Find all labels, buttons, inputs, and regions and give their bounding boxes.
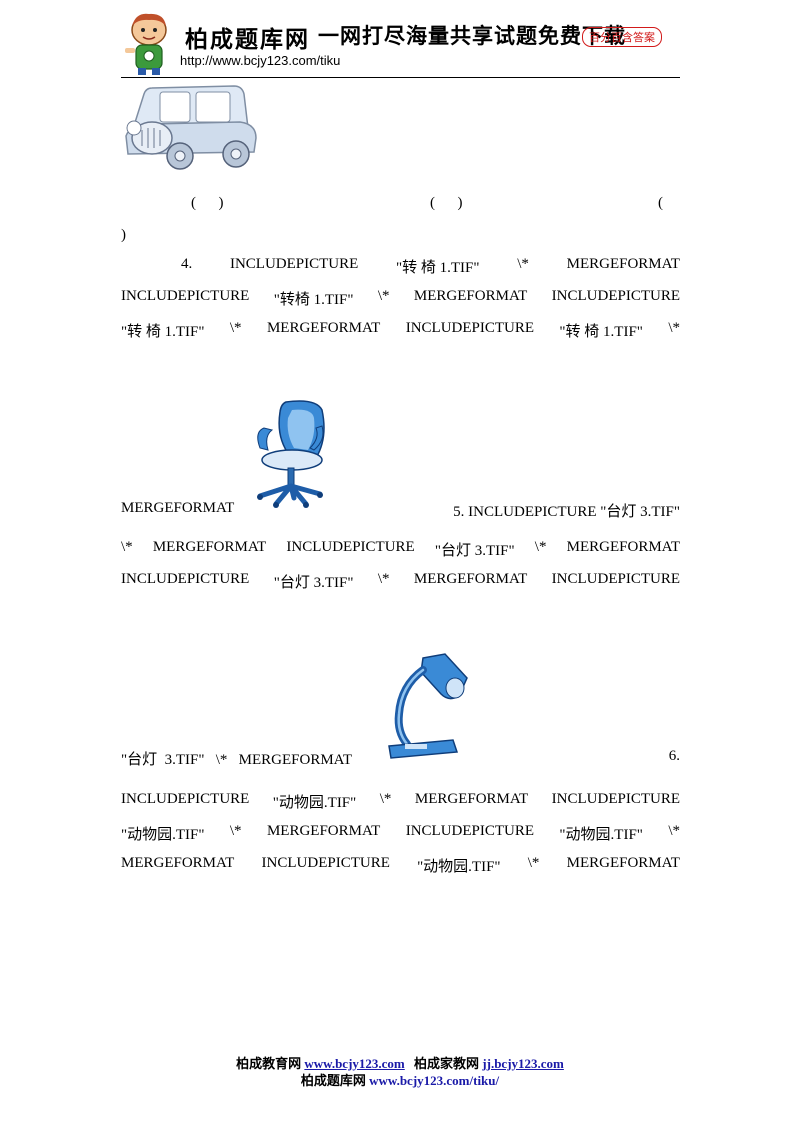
section6-line3: MERGEFORMAT INCLUDEPICTURE "动物园.TIF" \* … <box>121 855 680 875</box>
answer-paren-1: ( ) <box>191 195 224 211</box>
answer-paren-3-close: ) <box>121 227 126 243</box>
answer-paren-3-open: ( <box>658 195 663 211</box>
header-badge: 百分百含答案 <box>582 27 662 47</box>
section5-line3-right: 6. <box>668 748 680 764</box>
header-divider <box>121 77 680 78</box>
header-mascot-icon <box>122 10 176 76</box>
section4-line2: INCLUDEPICTURE "转椅 1.TIF" \* MERGEFORMAT… <box>121 288 680 308</box>
section5-line2: INCLUDEPICTURE "台灯 3.TIF" \* MERGEFORMAT… <box>121 571 680 591</box>
swivel-chair-illustration <box>250 398 330 512</box>
header-title: 柏成题库网 <box>185 27 310 53</box>
car-illustration <box>122 80 260 174</box>
footer-link-bcjy[interactable]: www.bcjy123.com <box>304 1056 405 1071</box>
section5-line1: \* MERGEFORMAT INCLUDEPICTURE "台灯 3.TIF"… <box>121 539 680 559</box>
answer-paren-2: ( ) <box>430 195 463 211</box>
section4-line1: 4. INCLUDEPICTURE "转 椅 1.TIF" \* MERGEFO… <box>181 256 680 276</box>
footer-line1: 柏成教育网 www.bcjy123.com 柏成家教网 jj.bcjy123.c… <box>236 1056 564 1072</box>
footer-line2: 柏成题库网 www.bcjy123.com/tiku/ <box>300 1073 500 1089</box>
header-slogan: 一网打尽海量共享试题免费下载 <box>318 24 626 48</box>
section6-line1: INCLUDEPICTURE "动物园.TIF" \* MERGEFORMAT … <box>121 791 680 811</box>
section6-line2: "动物园.TIF" \* MERGEFORMAT INCLUDEPICTURE … <box>121 823 680 843</box>
footer-link-jiajiao[interactable]: jj.bcjy123.com <box>482 1056 564 1071</box>
desk-lamp-illustration <box>383 652 469 760</box>
section4-line3: "转 椅 1.TIF" \* MERGEFORMAT INCLUDEPICTUR… <box>121 320 680 340</box>
section5-line3-left: "台灯 3.TIF" \* MERGEFORMAT <box>121 752 353 768</box>
header-url: http://www.bcjy123.com/tiku <box>180 53 341 68</box>
footer-link-tiku[interactable]: www.bcjy123.com/tiku/ <box>369 1073 500 1088</box>
section4-line4-right: 5. INCLUDEPICTURE "台灯 3.TIF" <box>453 504 680 520</box>
section4-line4-left: MERGEFORMAT <box>121 500 235 516</box>
